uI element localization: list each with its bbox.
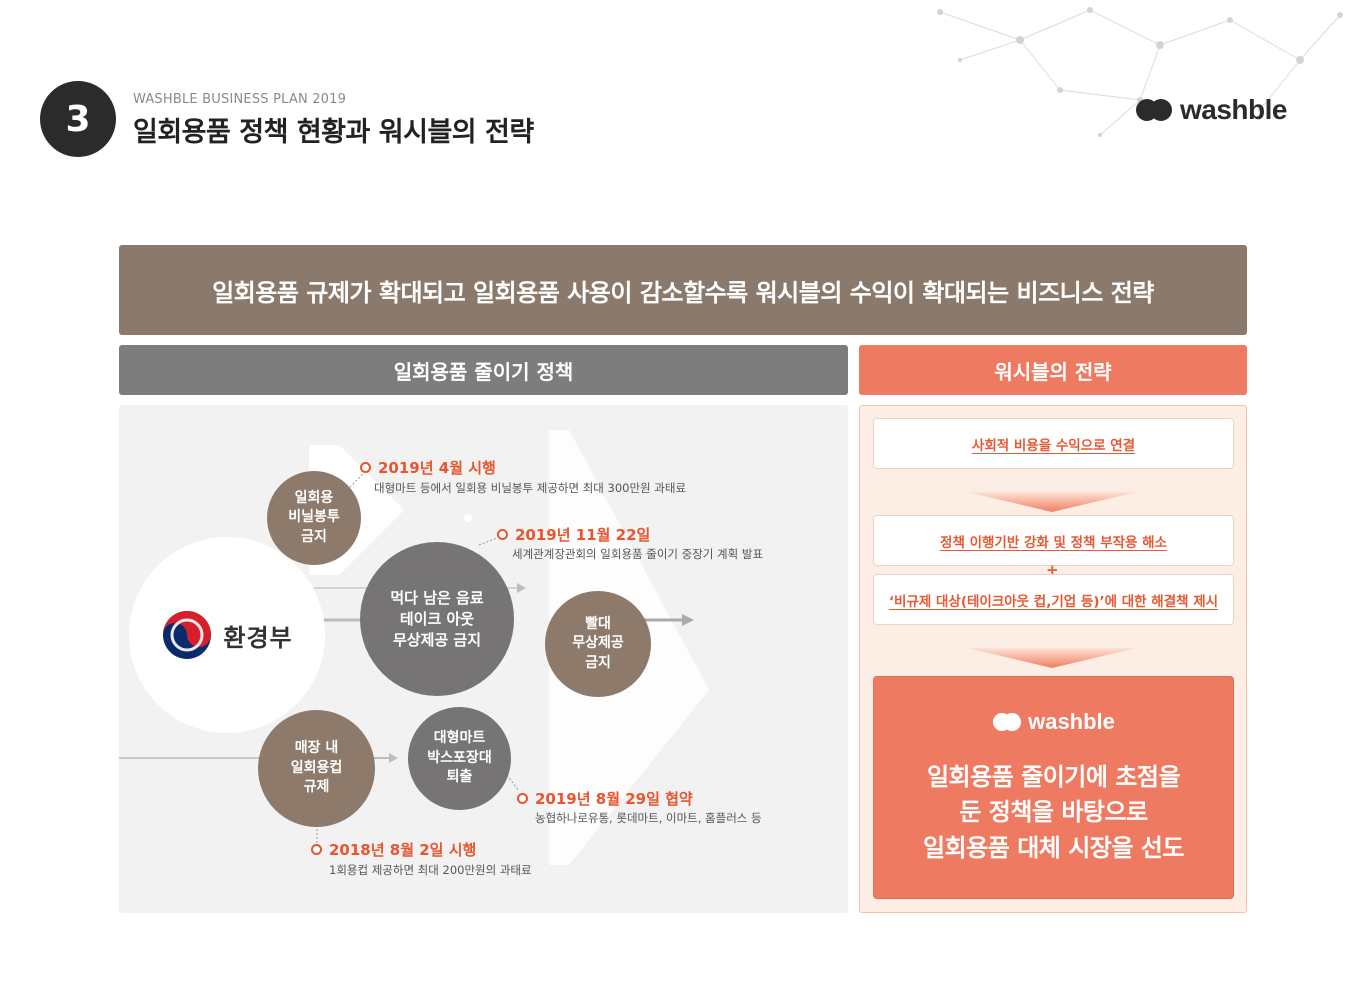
timeline-marker-icon: [311, 844, 322, 855]
policy-description: 대형마트 등에서 일회용 비닐봉투 제공하면 최대 300만원 과태료: [374, 481, 687, 495]
strategy-section-header: 워시블의 전략: [859, 345, 1247, 395]
policy-description: 세계관계장관회의 일회용품 줄이기 중장기 계획 발표: [512, 547, 764, 561]
strategy-result-box: washble 일회용품 줄이기에 초점을 둔 정책을 바탕으로 일회용품 대체…: [873, 676, 1234, 899]
policy-description: 1회용컵 제공하면 최대 200만원의 과태료: [329, 863, 532, 877]
ministry-of-environment: 환경부: [129, 537, 325, 733]
down-arrow-icon: [967, 492, 1137, 512]
result-logo-text: washble: [1028, 709, 1115, 734]
down-arrow-icon: [967, 648, 1137, 668]
policy-date: 2019년 4월 시행: [360, 457, 496, 478]
policy-date: 2019년 8월 29일 협약: [517, 788, 693, 809]
timeline-marker-icon: [517, 793, 528, 804]
result-line: 일회용품 줄이기에 초점을: [926, 763, 1181, 791]
timeline-marker-icon: [497, 529, 508, 540]
washble-logo-icon: [993, 713, 1022, 731]
government-emblem-icon: [163, 611, 212, 659]
document-subtitle: WASHBLE BUSINESS PLAN 2019: [133, 92, 347, 107]
strategy-step-social-cost: 사회적 비용을 수익으로 연결: [873, 418, 1234, 469]
ministry-name: 환경부: [223, 623, 293, 652]
network-decoration: [937, 7, 1343, 137]
policy-section-header: 일회용품 줄이기 정책: [119, 345, 848, 395]
result-line: 둔 정책을 바탕으로: [959, 798, 1148, 826]
policy-description: 농협하나로유통, 롯데마트, 이마트, 홈플러스 등: [535, 811, 762, 825]
brand-logo: washble: [1136, 94, 1287, 126]
policy-date: 2018년 8월 2일 시행: [311, 839, 476, 860]
washble-logo-icon: [1136, 99, 1172, 121]
strategy-banner: 일회용품 규제가 확대되고 일회용품 사용이 감소할수록 워시블의 수익이 확대…: [119, 245, 1247, 335]
timeline-marker-icon: [360, 462, 371, 473]
strategy-step-policy: 정책 이행기반 강화 및 정책 부작용 해소: [873, 515, 1234, 566]
policy-date: 2019년 11월 22일: [497, 524, 650, 545]
result-logo: washble: [874, 709, 1233, 735]
logo-text: washble: [1180, 94, 1287, 125]
strategy-step-non-regulated: ‘비규제 대상(테이크아웃 컵,기업 등)’에 대한 해결책 제시: [873, 574, 1234, 625]
page-title: 일회용품 정책 현황과 워시블의 전략: [133, 117, 534, 148]
result-line: 일회용품 대체 시장을 선도: [923, 834, 1184, 862]
section-number-badge: 3: [40, 81, 116, 157]
